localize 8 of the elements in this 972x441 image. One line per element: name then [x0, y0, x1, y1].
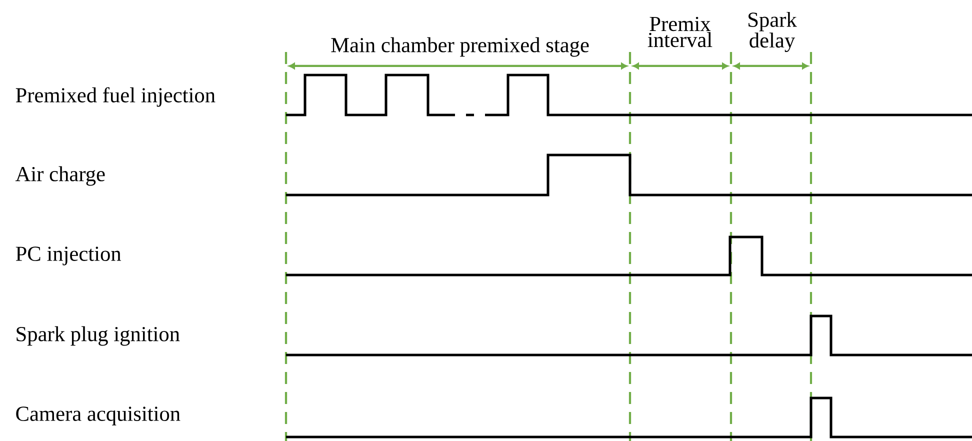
phase-label: Spark delay: [748, 12, 797, 52]
signal-label: PC injection: [16, 246, 122, 266]
signal-label: Premixed fuel injection: [16, 87, 216, 107]
phase-label: Main chamber premixed stage: [331, 37, 589, 57]
phase-label: Premix interval: [648, 16, 712, 48]
signal-label: Air charge: [15, 166, 105, 186]
signal-label: Camera acquisition: [16, 406, 180, 426]
signal-label: Spark plug ignition: [16, 326, 180, 346]
